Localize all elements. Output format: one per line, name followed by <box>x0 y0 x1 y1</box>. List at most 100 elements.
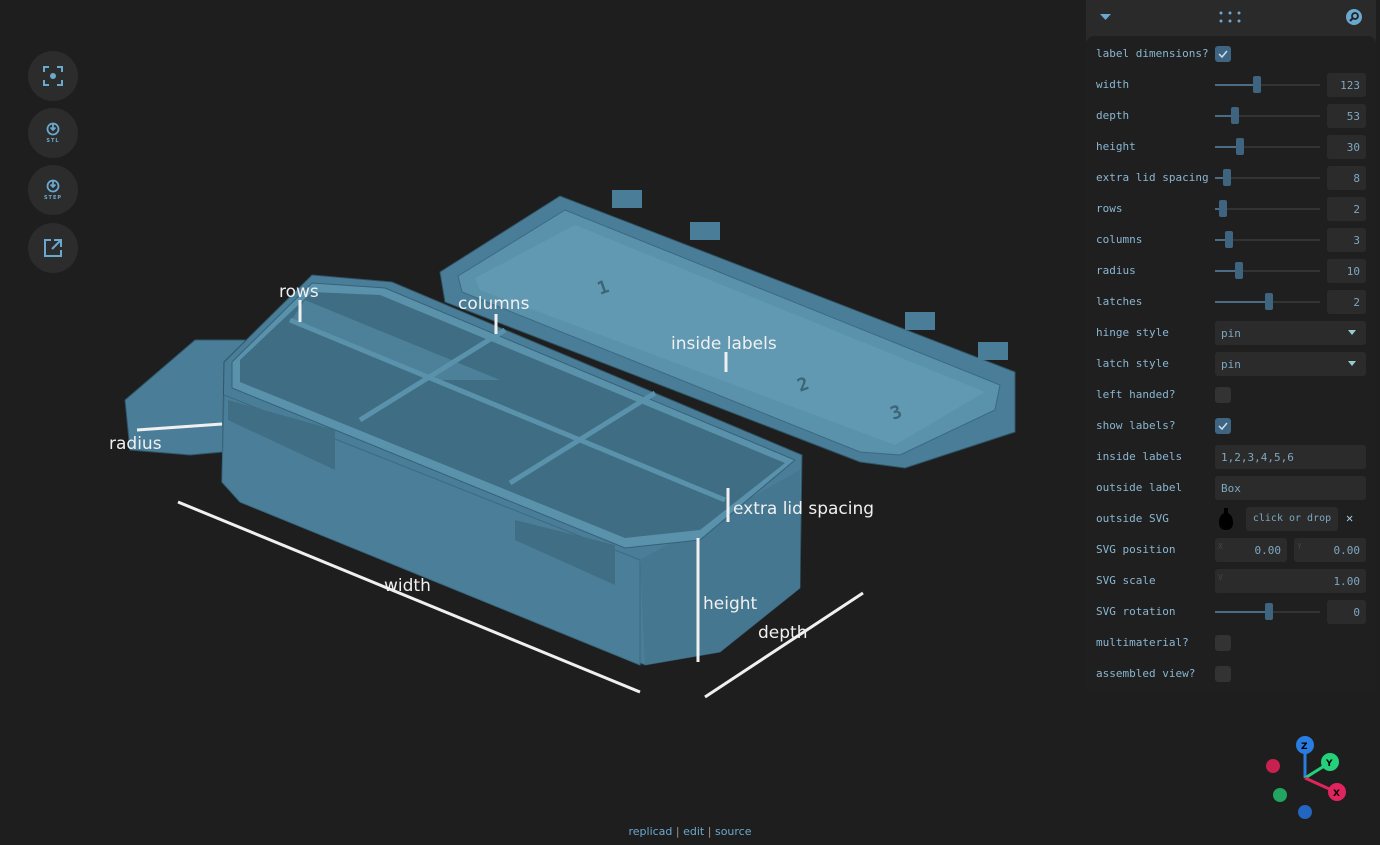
slider-knob[interactable] <box>1230 107 1239 124</box>
search-icon[interactable] <box>1346 9 1362 25</box>
width-value[interactable]: 123 <box>1327 73 1366 97</box>
row-assembled-view: assembled view? <box>1086 662 1376 686</box>
row-radius: radius 10 <box>1086 259 1376 283</box>
label: SVG position <box>1096 543 1176 556</box>
latches-slider[interactable] <box>1215 293 1320 310</box>
chevron-down-icon <box>1348 330 1356 335</box>
label: outside label <box>1096 481 1183 494</box>
multimaterial-checkbox[interactable] <box>1215 635 1231 651</box>
row-depth: depth 53 <box>1086 104 1376 128</box>
row-left-handed: left handed? <box>1086 383 1376 407</box>
row-rows: rows 2 <box>1086 197 1376 221</box>
latch-style-select[interactable]: pin <box>1215 352 1366 376</box>
download-step-button[interactable]: STEP <box>28 165 78 215</box>
source-link[interactable]: source <box>714 825 752 838</box>
columns-value[interactable]: 3 <box>1327 228 1366 252</box>
box-lid <box>439 190 1016 469</box>
slider-knob[interactable] <box>1222 169 1231 186</box>
axis-gizmo[interactable]: Z Y X <box>1266 736 1346 819</box>
slider-knob[interactable] <box>1235 262 1244 279</box>
row-label-dimensions: label dimensions? <box>1086 42 1376 66</box>
dim-label-radius: radius <box>109 434 162 454</box>
collapse-caret-icon[interactable] <box>1100 13 1111 21</box>
label: depth <box>1096 109 1130 122</box>
label: label dimensions? <box>1096 47 1209 60</box>
replicad-link[interactable]: replicad <box>628 825 673 838</box>
gizmo-x: X <box>1333 789 1340 799</box>
left-handed-checkbox[interactable] <box>1215 387 1231 403</box>
columns-slider[interactable] <box>1215 231 1320 248</box>
slider-knob[interactable] <box>1264 603 1273 620</box>
depth-value[interactable]: 53 <box>1327 104 1366 128</box>
label: left handed? <box>1096 388 1176 401</box>
download-icon <box>46 122 60 136</box>
svg-rotation-value[interactable]: 0 <box>1327 600 1366 624</box>
extra-lid-spacing-slider[interactable] <box>1215 169 1320 186</box>
label: width <box>1096 78 1130 91</box>
assembled-view-checkbox[interactable] <box>1215 666 1231 682</box>
radius-value[interactable]: 10 <box>1327 259 1366 283</box>
hinge-style-select[interactable]: pin <box>1215 321 1366 345</box>
label: latch style <box>1096 357 1169 370</box>
row-outside-svg: outside SVG click or drop ✕ <box>1086 507 1376 531</box>
open-external-button[interactable] <box>28 223 78 273</box>
dim-label-depth: depth <box>758 623 807 643</box>
stl-label: STL <box>46 138 60 144</box>
value: 0.00 <box>1254 544 1282 557</box>
drag-handle-icon[interactable] <box>1219 11 1241 23</box>
download-stl-button[interactable]: STL <box>28 108 78 158</box>
slider-knob[interactable] <box>1224 231 1233 248</box>
clear-svg-button[interactable]: ✕ <box>1346 511 1354 525</box>
separator: | <box>675 825 680 838</box>
svg-position-x-input[interactable]: X 0.00 <box>1215 538 1287 562</box>
label: outside SVG <box>1096 512 1169 525</box>
svg-upload-button[interactable]: click or drop <box>1246 507 1338 531</box>
axis-label: X <box>1218 542 1223 551</box>
label: SVG rotation <box>1096 605 1176 618</box>
show-labels-checkbox[interactable] <box>1215 418 1231 434</box>
inside-labels-input[interactable]: 1,2,3,4,5,6 <box>1215 445 1366 469</box>
axis-label: Y <box>1297 542 1302 551</box>
label: show labels? <box>1096 419 1176 432</box>
row-latch-style: latch style pin <box>1086 352 1376 376</box>
height-value[interactable]: 30 <box>1327 135 1366 159</box>
axis-label: V <box>1218 573 1223 582</box>
latches-value[interactable]: 2 <box>1327 290 1366 314</box>
rows-value[interactable]: 2 <box>1327 197 1366 221</box>
depth-slider[interactable] <box>1215 107 1320 124</box>
check-icon <box>1218 422 1228 431</box>
extra-lid-spacing-value[interactable]: 8 <box>1327 166 1366 190</box>
label: height <box>1096 140 1136 153</box>
external-link-icon <box>44 239 62 257</box>
radius-slider[interactable] <box>1215 262 1320 279</box>
select-value: pin <box>1221 327 1241 340</box>
label: extra lid spacing <box>1096 171 1209 184</box>
width-slider[interactable] <box>1215 76 1320 93</box>
row-latches: latches 2 <box>1086 290 1376 314</box>
row-svg-rotation: SVG rotation 0 <box>1086 600 1376 624</box>
box-base <box>124 274 803 666</box>
rows-slider[interactable] <box>1215 200 1320 217</box>
label: rows <box>1096 202 1123 215</box>
row-height: height 30 <box>1086 135 1376 159</box>
height-slider[interactable] <box>1215 138 1320 155</box>
dimension-lines <box>136 300 864 699</box>
slider-knob[interactable] <box>1253 76 1261 93</box>
svg-rotation-slider[interactable] <box>1215 603 1320 620</box>
slider-knob[interactable] <box>1236 138 1245 155</box>
label-dimensions-checkbox[interactable] <box>1215 46 1231 62</box>
outside-label-input[interactable]: Box <box>1215 476 1366 500</box>
label: latches <box>1096 295 1143 308</box>
step-label: STEP <box>43 195 63 201</box>
slider-knob[interactable] <box>1264 293 1273 310</box>
panel-header[interactable] <box>1086 0 1376 36</box>
focus-icon <box>43 66 63 86</box>
edit-link[interactable]: edit <box>683 825 705 838</box>
slider-knob[interactable] <box>1219 200 1228 217</box>
center-view-button[interactable] <box>28 51 78 101</box>
dim-label-width: width <box>384 576 431 596</box>
